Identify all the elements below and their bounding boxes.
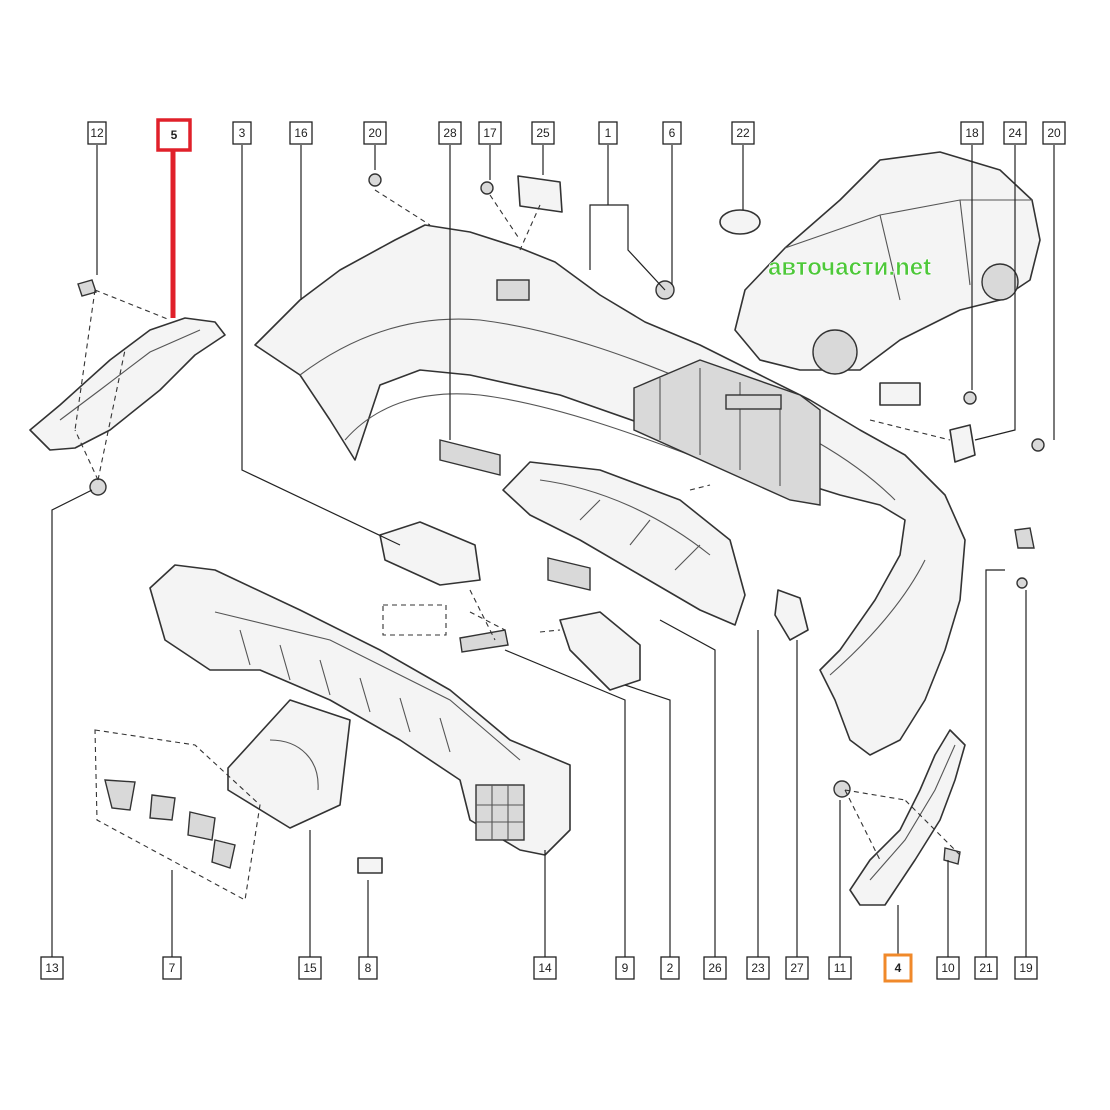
svg-text:3: 3 xyxy=(239,126,246,140)
callout-16: 16 xyxy=(289,121,313,145)
svg-text:9: 9 xyxy=(622,961,629,975)
svg-text:10: 10 xyxy=(941,961,955,975)
callout-19: 19 xyxy=(1014,956,1038,980)
callout-17: 17 xyxy=(478,121,502,145)
svg-text:13: 13 xyxy=(45,961,59,975)
callout-8: 8 xyxy=(358,956,378,980)
svg-text:16: 16 xyxy=(294,126,308,140)
callout-10: 10 xyxy=(936,956,960,980)
small-parts xyxy=(77,173,1045,874)
svg-text:26: 26 xyxy=(708,961,722,975)
callout-6: 6 xyxy=(662,121,682,145)
svg-text:12: 12 xyxy=(90,126,104,140)
callout-12: 12 xyxy=(87,121,107,145)
callout-14: 14 xyxy=(533,956,557,980)
callout-22: 22 xyxy=(731,121,755,145)
watermark-text: авточасти.net xyxy=(768,254,931,281)
svg-text:5: 5 xyxy=(171,128,178,142)
callout-5: 5 xyxy=(156,118,192,152)
svg-text:14: 14 xyxy=(538,961,552,975)
svg-text:18: 18 xyxy=(965,126,979,140)
callout-21: 21 xyxy=(974,956,998,980)
callout-4: 4 xyxy=(883,953,913,983)
callout-13: 13 xyxy=(40,956,64,980)
callouts-top: 12 5 3 16 20 28 17 25 1 6 22 18 24 20 xyxy=(87,118,1066,152)
svg-text:15: 15 xyxy=(303,961,317,975)
callout-11: 11 xyxy=(828,956,852,980)
lower-diffuser xyxy=(502,461,746,626)
callout-18: 18 xyxy=(960,121,984,145)
svg-text:23: 23 xyxy=(751,961,765,975)
svg-text:11: 11 xyxy=(834,961,847,975)
svg-text:21: 21 xyxy=(979,961,993,975)
dashed-groups xyxy=(94,604,447,901)
svg-text:20: 20 xyxy=(1047,126,1061,140)
callout-28: 28 xyxy=(438,121,462,145)
callout-24: 24 xyxy=(1003,121,1027,145)
callout-2: 2 xyxy=(660,956,680,980)
callout-7: 7 xyxy=(162,956,182,980)
callout-27: 27 xyxy=(785,956,809,980)
callout-3: 3 xyxy=(232,121,252,145)
callout-20b: 20 xyxy=(1042,121,1066,145)
svg-text:22: 22 xyxy=(736,126,750,140)
svg-text:27: 27 xyxy=(790,961,804,975)
svg-text:1: 1 xyxy=(605,126,612,140)
leader-lines xyxy=(51,145,1055,957)
rear-bumper-cover xyxy=(254,224,966,756)
callout-26: 26 xyxy=(703,956,727,980)
svg-text:28: 28 xyxy=(443,126,457,140)
svg-text:17: 17 xyxy=(483,126,497,140)
callout-1: 1 xyxy=(598,121,618,145)
callout-23: 23 xyxy=(746,956,770,980)
impact-beam xyxy=(149,564,571,856)
svg-text:2: 2 xyxy=(667,961,674,975)
svg-text:24: 24 xyxy=(1008,126,1022,140)
svg-text:6: 6 xyxy=(669,126,676,140)
left-bumper-bracket xyxy=(29,317,226,451)
car-illustration xyxy=(734,151,1041,375)
svg-text:20: 20 xyxy=(368,126,382,140)
callout-25: 25 xyxy=(531,121,555,145)
svg-text:19: 19 xyxy=(1019,961,1033,975)
svg-text:4: 4 xyxy=(895,961,902,975)
svg-text:8: 8 xyxy=(365,961,372,975)
callout-9: 9 xyxy=(615,956,635,980)
callouts-bottom: 13 7 15 8 14 9 2 26 23 27 11 4 10 21 19 xyxy=(40,953,1038,983)
callout-15: 15 xyxy=(298,956,322,980)
svg-text:25: 25 xyxy=(536,126,550,140)
svg-text:7: 7 xyxy=(169,961,176,975)
callout-20a: 20 xyxy=(363,121,387,145)
